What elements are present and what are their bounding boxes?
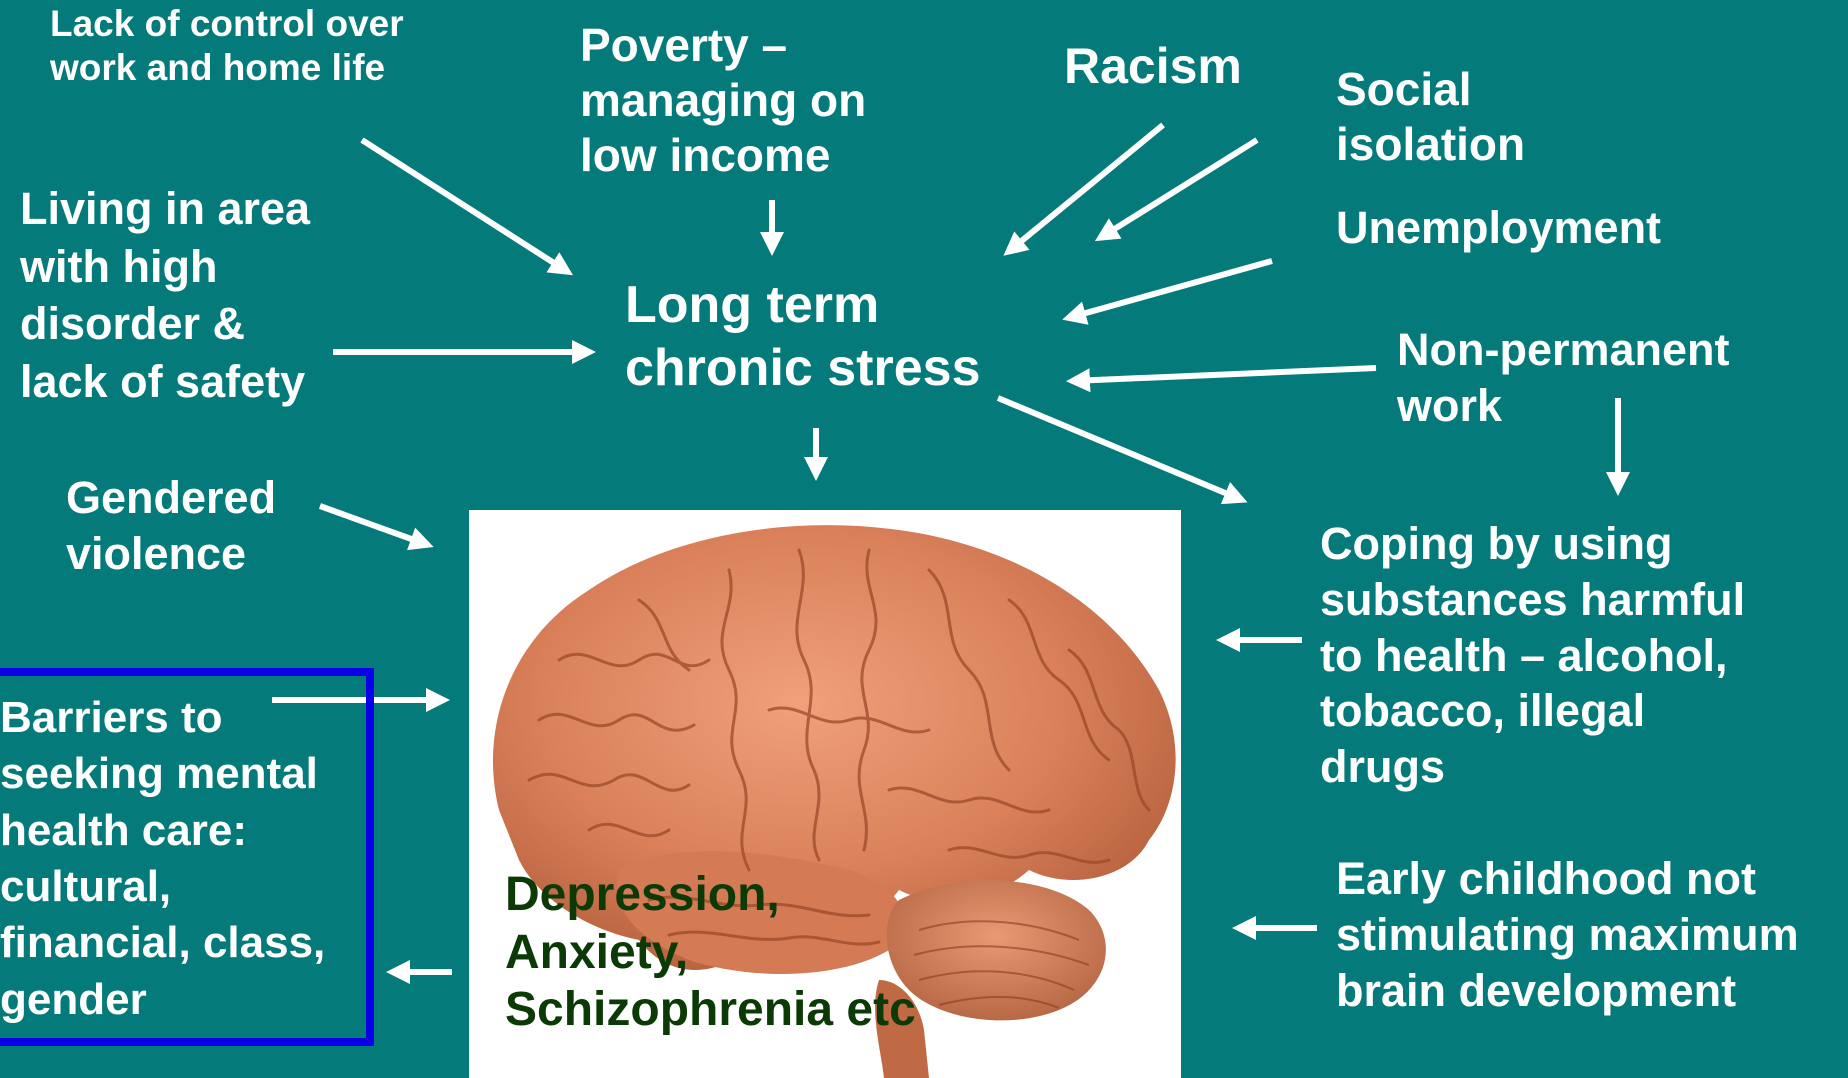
arrow-stress-to-coping — [998, 398, 1242, 500]
label-outcome: Depression, Anxiety, Schizophrenia etc — [505, 866, 916, 1039]
label-early-childhood: Early childhood not stimulating maximum … — [1336, 851, 1799, 1018]
label-racism: Racism — [1064, 36, 1242, 96]
label-non-permanent: Non-permanent work — [1397, 322, 1730, 434]
label-gendered-violence: Gendered violence — [66, 470, 276, 582]
label-coping: Coping by using substances harmful to he… — [1320, 516, 1745, 795]
arrow-lack-of-control — [362, 140, 568, 272]
brain-image-panel: Depression, Anxiety, Schizophrenia etc — [469, 510, 1181, 1078]
label-barriers: Barriers to seeking mental health care: … — [0, 690, 325, 1028]
label-unemployment: Unemployment — [1336, 201, 1661, 255]
label-lack-of-control: Lack of control over work and home life — [50, 2, 404, 91]
label-poverty: Poverty – managing on low income — [580, 18, 866, 184]
arrow-non-permanent — [1072, 368, 1376, 381]
arrow-gendered-violence — [320, 506, 428, 545]
label-center-stress: Long term chronic stress — [625, 274, 981, 401]
label-social-isolation: Social isolation — [1336, 62, 1525, 172]
cerebellum-shape — [887, 880, 1106, 1020]
arrow-unemployment — [1068, 261, 1272, 318]
label-living-area: Living in area with high disorder & lack… — [20, 180, 310, 410]
arrow-racism — [1008, 125, 1163, 252]
